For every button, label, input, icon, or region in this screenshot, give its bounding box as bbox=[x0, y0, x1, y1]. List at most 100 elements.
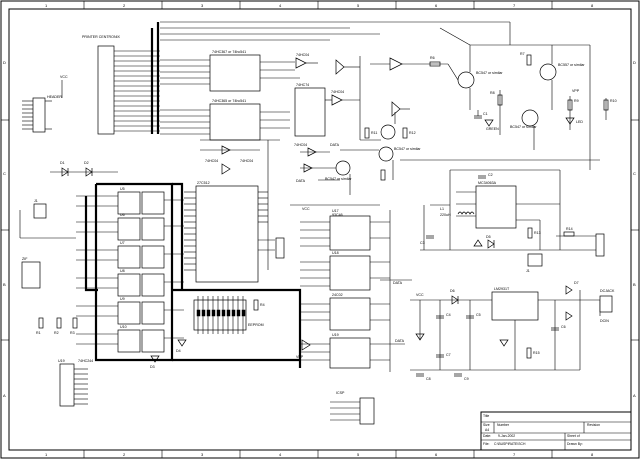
svg-text:74HC365 or 74hc541: 74HC365 or 74hc541 bbox=[212, 99, 246, 103]
svg-text:220uH: 220uH bbox=[440, 213, 451, 217]
grid-col-2-bottom: 2 bbox=[123, 452, 126, 457]
svg-text:R12: R12 bbox=[409, 131, 416, 135]
u9-chip bbox=[117, 245, 141, 269]
u1-chip bbox=[209, 54, 261, 92]
u5-chip bbox=[117, 191, 141, 215]
grid-row-c-right: C bbox=[633, 171, 636, 176]
svg-text:DCJACK: DCJACK bbox=[600, 289, 615, 293]
u18-chip bbox=[329, 255, 371, 291]
svg-text:74HC244: 74HC244 bbox=[78, 359, 93, 363]
u3-chip bbox=[294, 87, 326, 137]
q3-transistor bbox=[521, 109, 539, 127]
q4-transistor bbox=[380, 124, 396, 140]
regulator-block: LM2931T D6 D7 C4 C5 C6 C7 DCJACK DCIN bbox=[410, 281, 615, 381]
svg-text:R11: R11 bbox=[371, 131, 377, 135]
svg-text:R9: R9 bbox=[574, 99, 579, 103]
title-block: Title Size A4 Number Revision Date: 9-Ja… bbox=[480, 411, 632, 451]
grid-col-4: 4 bbox=[279, 3, 282, 8]
grid-row-a-right: A bbox=[633, 393, 636, 398]
svg-text:C1: C1 bbox=[483, 112, 488, 116]
svg-text:U9: U9 bbox=[120, 297, 125, 301]
u13-chip bbox=[117, 301, 141, 325]
u16-chip bbox=[141, 329, 165, 353]
grid-columns-top: 1 2 3 4 5 6 7 8 bbox=[45, 3, 594, 8]
tb-date-value: 9-Jan-2002 bbox=[498, 434, 515, 438]
left-counter-block: U5 U6 U7 U8 U9 U10 D1 D2 J1 ZIF bbox=[19, 161, 184, 369]
svg-text:VPP: VPP bbox=[572, 89, 580, 93]
grid-col-5-bottom: 5 bbox=[357, 452, 360, 457]
u2-chip bbox=[209, 103, 261, 141]
u17-chip bbox=[329, 215, 371, 251]
u11-chip bbox=[117, 273, 141, 297]
q6-transistor bbox=[335, 160, 351, 176]
svg-text:D6: D6 bbox=[450, 289, 455, 293]
u14-chip bbox=[141, 301, 165, 325]
vpp-driver-section: R6 BC547 or similar BC557 or similar BC5… bbox=[400, 22, 617, 161]
tb-sheet-label: Sheet of bbox=[567, 434, 580, 438]
svg-text:27C512: 27C512 bbox=[197, 181, 210, 185]
grid-col-1-bottom: 1 bbox=[45, 452, 48, 457]
icsp-header: ICSP bbox=[330, 391, 375, 425]
svg-text:R2: R2 bbox=[54, 331, 59, 335]
svg-text:J1: J1 bbox=[34, 199, 38, 203]
grid-col-3: 3 bbox=[201, 3, 204, 8]
grid-col-2: 2 bbox=[123, 3, 126, 8]
svg-text:R7: R7 bbox=[520, 52, 525, 56]
svg-text:MC34063A: MC34063A bbox=[478, 181, 497, 185]
svg-text:EEPROM: EEPROM bbox=[248, 323, 264, 327]
grid-col-4-bottom: 4 bbox=[279, 452, 282, 457]
svg-text:R6: R6 bbox=[430, 56, 435, 60]
svg-text:U5: U5 bbox=[120, 187, 125, 191]
boost-converter-block: MC34063A L1 220uH C2 C3 R13 R14 D5 bbox=[420, 160, 605, 273]
svg-text:C3: C3 bbox=[420, 241, 425, 245]
inner-border bbox=[8, 8, 632, 451]
top-ic-block: 74HC367 or 74hc541 74HC365 or 74hc541 74… bbox=[160, 50, 425, 141]
grid-row-d: D bbox=[3, 60, 6, 65]
svg-text:U6: U6 bbox=[120, 213, 125, 217]
svg-text:C7: C7 bbox=[446, 353, 451, 357]
mid-transistors: BC547 or similar BC547 or similar 74HC04… bbox=[294, 112, 421, 195]
svg-text:BC547 or similar: BC547 or similar bbox=[325, 177, 352, 181]
svg-text:D2: D2 bbox=[84, 161, 89, 165]
svg-text:74HC04: 74HC04 bbox=[294, 143, 307, 147]
svg-text:J1: J1 bbox=[526, 269, 530, 273]
top-buses bbox=[150, 21, 510, 134]
svg-text:24C02: 24C02 bbox=[332, 293, 343, 297]
u7-chip bbox=[117, 217, 141, 241]
grid-col-3-bottom: 3 bbox=[201, 452, 204, 457]
svg-text:C2: C2 bbox=[488, 173, 493, 177]
svg-text:R3: R3 bbox=[70, 331, 75, 335]
mc34063-chip bbox=[475, 185, 517, 229]
svg-text:D3: D3 bbox=[150, 365, 155, 369]
u6-chip bbox=[141, 191, 165, 215]
svg-text:L1: L1 bbox=[440, 207, 444, 211]
u10-chip bbox=[141, 245, 165, 269]
grid-columns-bottom: 1 2 3 4 5 6 7 8 bbox=[45, 452, 594, 457]
svg-text:74HC04: 74HC04 bbox=[296, 53, 309, 57]
svg-text:U8: U8 bbox=[120, 269, 125, 273]
svg-text:ZIF: ZIF bbox=[22, 257, 28, 261]
svg-text:C9: C9 bbox=[464, 377, 469, 381]
svg-text:VCC: VCC bbox=[302, 207, 310, 211]
tb-file-value: C:\BUSPIRATE\SCH bbox=[494, 442, 526, 446]
svg-text:VCC: VCC bbox=[416, 293, 424, 297]
svg-text:74HC74: 74HC74 bbox=[296, 83, 309, 87]
u15-chip bbox=[117, 329, 141, 353]
svg-text:HEADER: HEADER bbox=[47, 95, 62, 99]
tb-drawn-label: Drawn By: bbox=[567, 442, 583, 446]
svg-text:VCC: VCC bbox=[60, 75, 68, 79]
grid-col-5: 5 bbox=[357, 3, 360, 8]
serial-eeprom-block: U17 93C46 U18 24C02 U19 VCC DATA DATA VP bbox=[290, 204, 412, 372]
svg-text:DATA: DATA bbox=[395, 339, 405, 343]
svg-text:74HC367 or 74hc541: 74HC367 or 74hc541 bbox=[212, 50, 246, 54]
left-header-connector: HEADER VCC bbox=[22, 75, 68, 133]
bottom-left-connector: U19 74HC244 bbox=[58, 359, 93, 407]
svg-text:R1: R1 bbox=[36, 331, 41, 335]
svg-text:PRINTER CENTRONIX: PRINTER CENTRONIX bbox=[82, 35, 121, 39]
svg-text:GREEN: GREEN bbox=[486, 127, 499, 131]
svg-text:C5: C5 bbox=[476, 313, 481, 317]
